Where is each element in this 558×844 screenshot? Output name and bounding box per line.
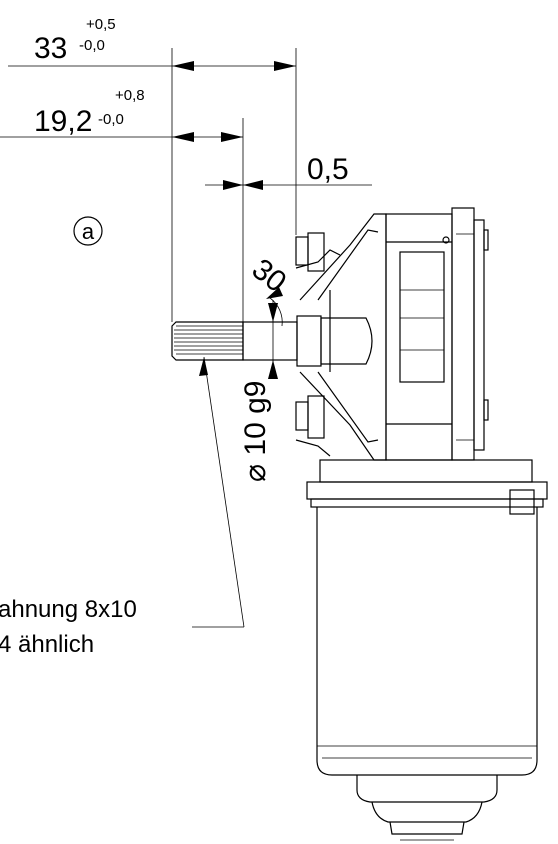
splined-shaft [171, 315, 373, 367]
shaft-diameter-value: ⌀ 10 g9 [239, 381, 272, 482]
callout-marker-label: a [82, 219, 95, 244]
shaft-length-value: 19,2 [34, 105, 92, 138]
extension-lines [171, 48, 297, 322]
spline-note-line1: ahnung 8x10 [0, 596, 137, 623]
dimension-overall-length: 33 +0,5 -0,0 [8, 16, 296, 71]
motor-can [316, 507, 538, 776]
callout-marker: a [73, 216, 103, 246]
overall-length-tol-upper: +0,5 [86, 16, 116, 33]
offset-value: 0,5 [307, 153, 349, 186]
shaft-length-tol-lower: -0,0 [98, 111, 124, 128]
motor-flange [306, 459, 548, 515]
spline-note: ahnung 8x10 4 ähnlich [0, 356, 245, 658]
chamfer-angle: 30 [246, 253, 293, 327]
motor-end-cap [356, 775, 498, 841]
spline-teeth [174, 325, 243, 355]
dimension-shaft-length: 19,2 +0,8 -0,0 [0, 87, 243, 142]
shaft-length-tol-upper: +0,8 [115, 87, 145, 104]
gearbox-housing [295, 207, 489, 461]
spline-note-line2: 4 ähnlich [0, 631, 94, 658]
dimension-offset: 0,5 [205, 153, 372, 190]
chamfer-angle-value: 30 [246, 253, 293, 300]
overall-length-tol-lower: -0,0 [79, 37, 105, 54]
overall-length-value: 33 [34, 32, 67, 65]
dimension-shaft-diameter: ⌀ 10 g9 [239, 300, 278, 482]
